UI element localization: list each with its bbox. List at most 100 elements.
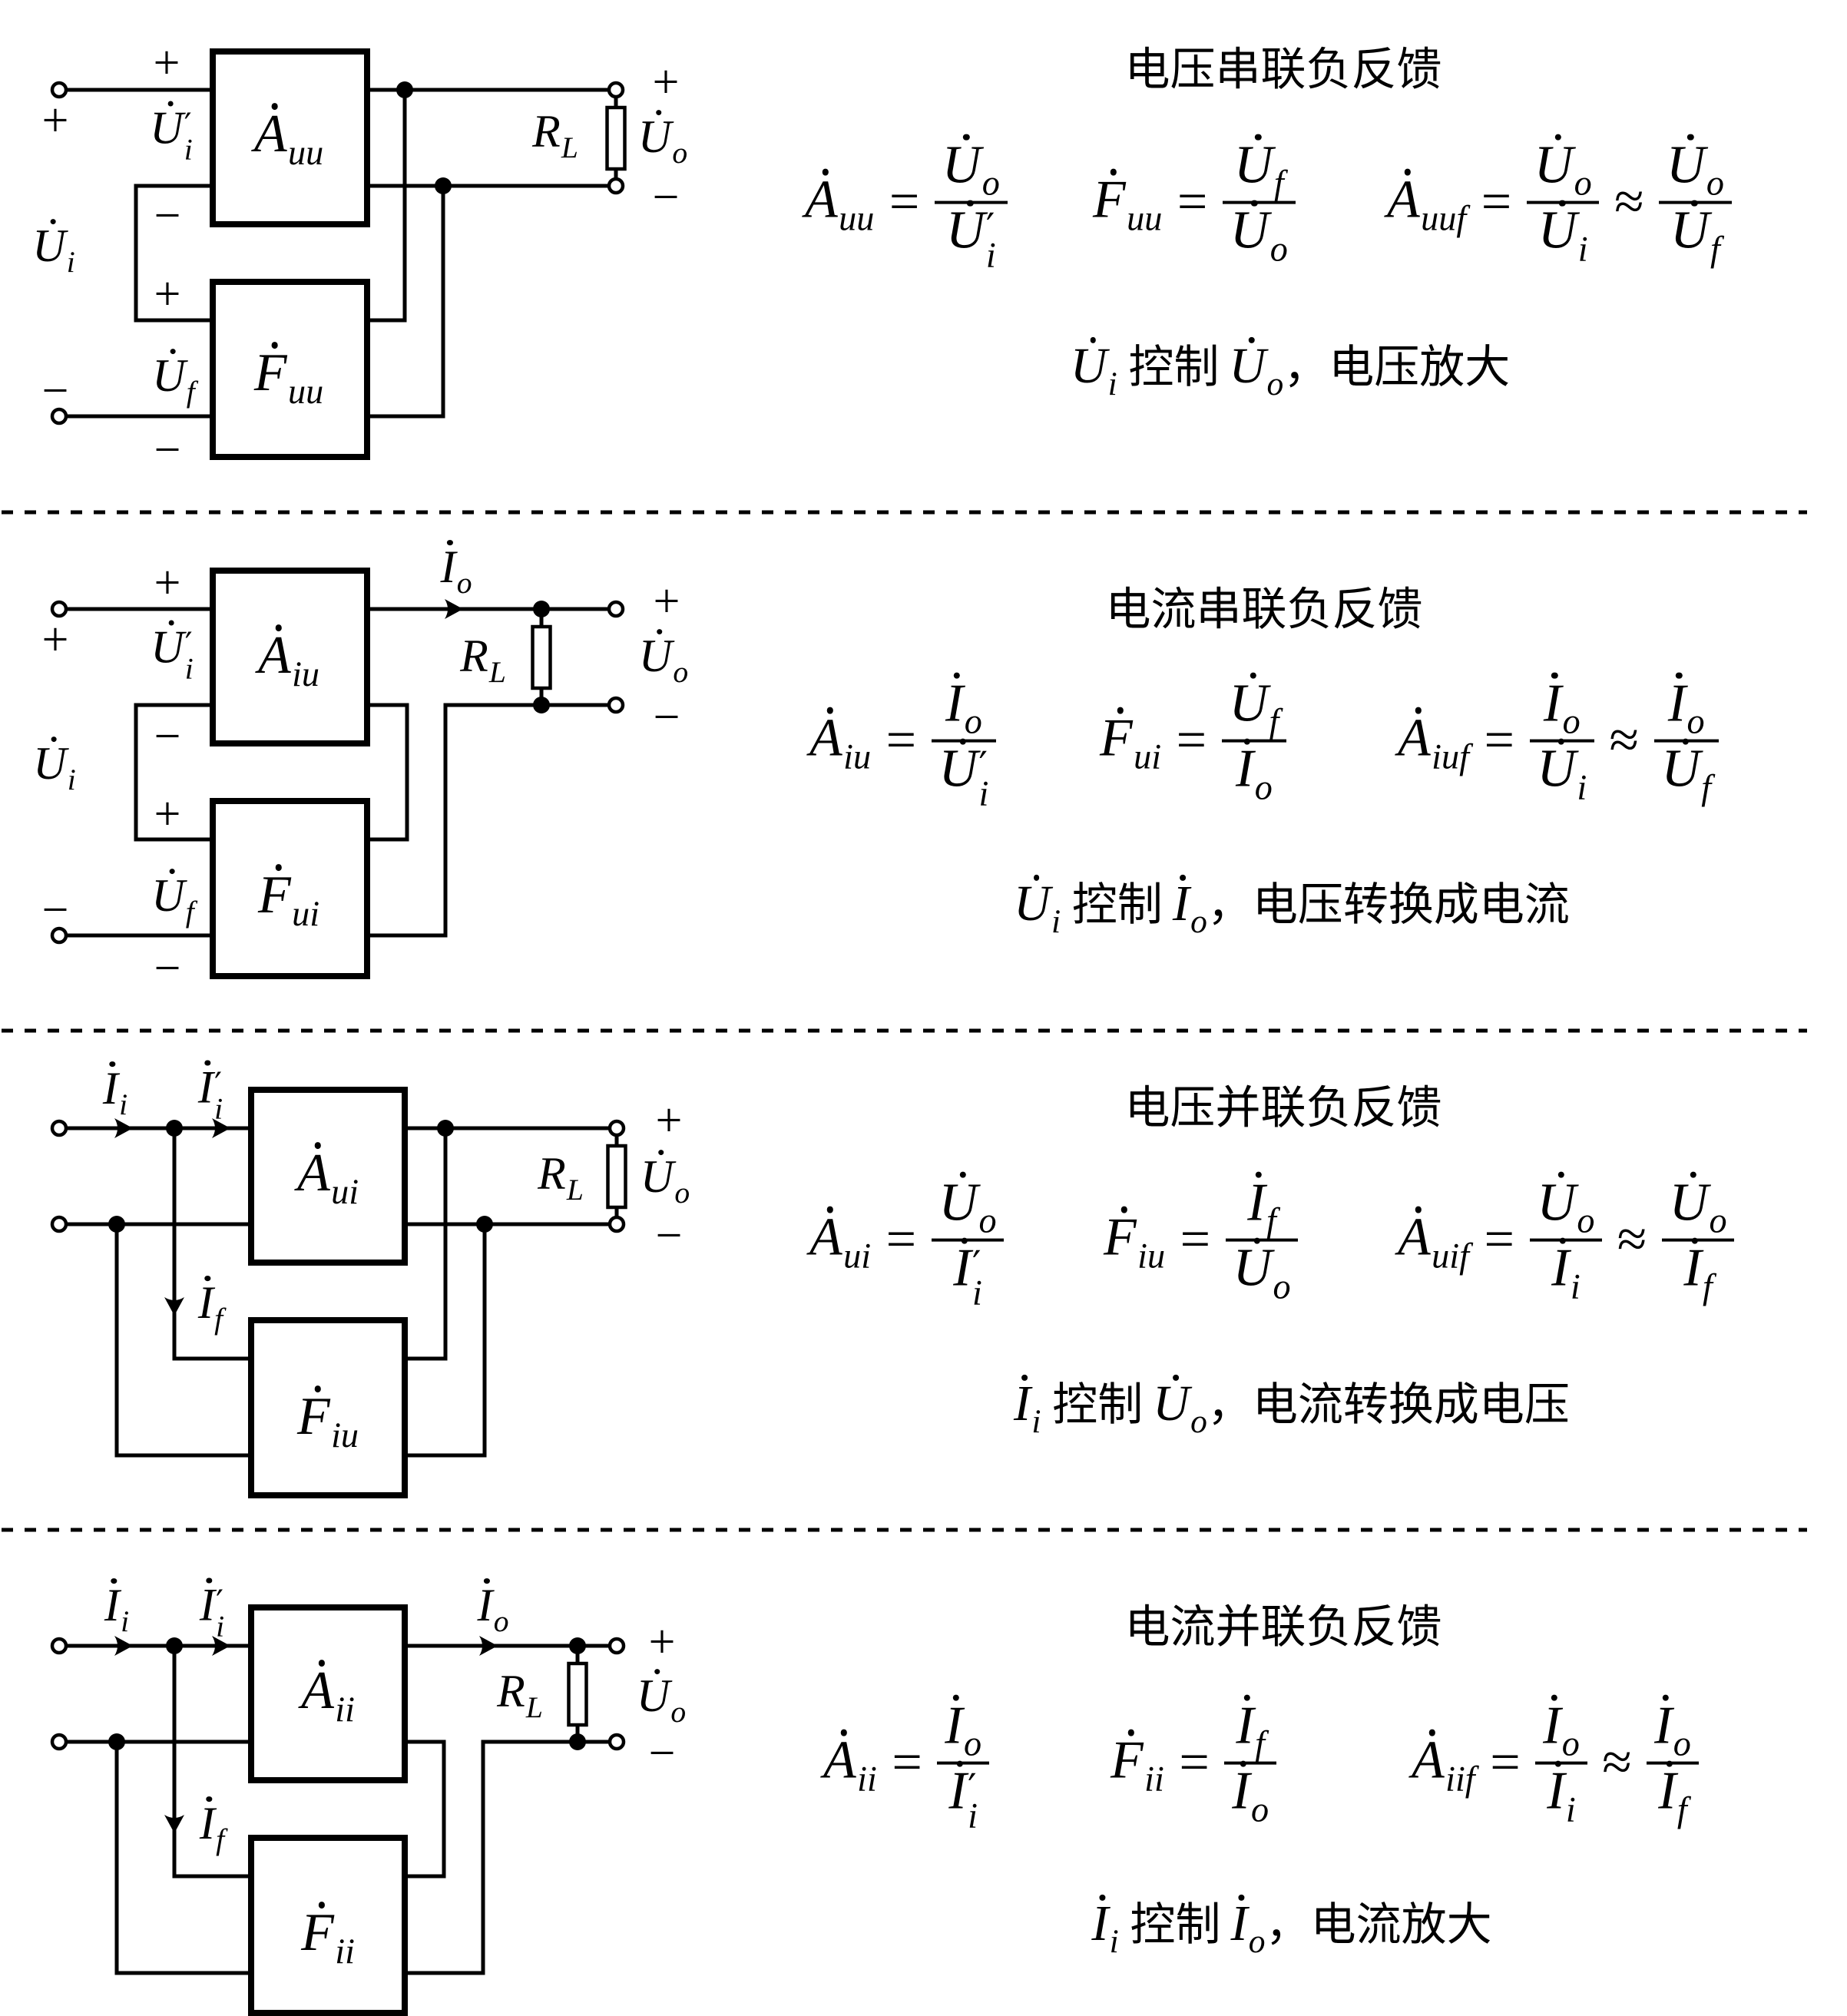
symbol-subscript: o [1250, 1789, 1269, 1829]
dot-accent-icon [956, 1760, 964, 1767]
net-input-minus-sign: − [154, 190, 181, 242]
symbol-base: I [1014, 1374, 1031, 1432]
dot-accent-icon [658, 1150, 664, 1156]
symbol-subscript: o [1190, 1402, 1207, 1440]
dot-accent-icon [1253, 1237, 1261, 1244]
circuit-1 [50, 48, 627, 460]
symbol-subscript: i [216, 1609, 225, 1644]
symbol-base: U [1537, 738, 1576, 799]
terminal-icon [607, 1637, 626, 1655]
output-minus-sign: − [655, 1210, 683, 1262]
symbol-scripts: uu [288, 373, 323, 409]
symbol-scripts: iu [292, 656, 319, 692]
symbol-prime: ′ [968, 1765, 977, 1811]
symbol-scripts: L [567, 1175, 584, 1206]
symbol-base: A [1387, 168, 1420, 230]
symbol-scripts: iu [1137, 1238, 1165, 1273]
symbol-subscript: o [981, 163, 1000, 203]
symbol-base: U [32, 219, 66, 272]
symbol-subscript: ii [335, 1931, 355, 1971]
wire [402, 1126, 448, 1361]
symbol-scripts: i [121, 1607, 129, 1637]
symbol-base: I [1683, 1237, 1702, 1298]
symbol-base: A [1412, 1729, 1445, 1790]
symbol-scripts: i [1578, 231, 1588, 267]
symbol-scripts: ii [1144, 1761, 1164, 1796]
equals-sign: = [1180, 1210, 1211, 1270]
equals-sign: = [1176, 711, 1207, 770]
math-symbol: U′i [946, 200, 996, 273]
dot-accent-icon [826, 1206, 833, 1213]
symbol-base: I [1247, 1171, 1266, 1233]
math-symbol: U′i [939, 738, 988, 811]
wire [172, 1644, 253, 1879]
output-minus-sign: − [648, 1727, 676, 1779]
symbol-prime: ′ [971, 1242, 981, 1288]
net-input-current-label: I′i [200, 1577, 225, 1644]
symbol-scripts: i [1571, 1269, 1581, 1305]
caption-description: ，电流放大 [1265, 1897, 1492, 1951]
symbol-subscript: i [121, 1604, 130, 1639]
net-input-current-label: I′i [198, 1060, 223, 1124]
symbol-scripts: o [964, 1726, 981, 1762]
symbol-subscript: iu [843, 737, 872, 776]
wire [402, 1740, 446, 1879]
symbol-subscript: o [1266, 365, 1284, 402]
dot-accent-icon [822, 168, 829, 176]
symbol-base: F [1111, 1729, 1144, 1790]
symbol-base: I [1658, 1760, 1677, 1821]
math-symbol: I′i [953, 1237, 982, 1310]
symbol-base: I [1091, 1894, 1109, 1951]
symbol-subscript: i [67, 763, 76, 797]
dot-accent-icon [959, 738, 967, 745]
symbol-scripts: ′i [971, 1242, 982, 1310]
dot-accent-icon [314, 1385, 321, 1392]
symbol-base: I [477, 1578, 493, 1631]
symbol-base: U [1233, 134, 1273, 195]
symbol-base: F [257, 864, 291, 925]
symbol-base: U [1666, 134, 1706, 195]
symbol-scripts: o [978, 1203, 996, 1239]
math-symbol: I′i [200, 1577, 225, 1644]
symbol-subscript: f [1701, 767, 1712, 807]
symbol-base: U [638, 629, 673, 682]
junction-node [108, 1733, 125, 1750]
symbol-base: U [1537, 1171, 1576, 1233]
terminal-icon [50, 1637, 68, 1655]
terminal-icon [50, 600, 68, 618]
net-input-voltage-label: U′i [150, 101, 193, 164]
dot-accent-icon [967, 200, 974, 207]
symbol-base: I [440, 540, 456, 593]
caption-description: ，电流转换成电压 [1207, 1377, 1570, 1431]
symbol-subscript: o [673, 655, 689, 690]
symbol-base: R [460, 631, 488, 682]
fraction-bar [931, 1239, 1005, 1242]
